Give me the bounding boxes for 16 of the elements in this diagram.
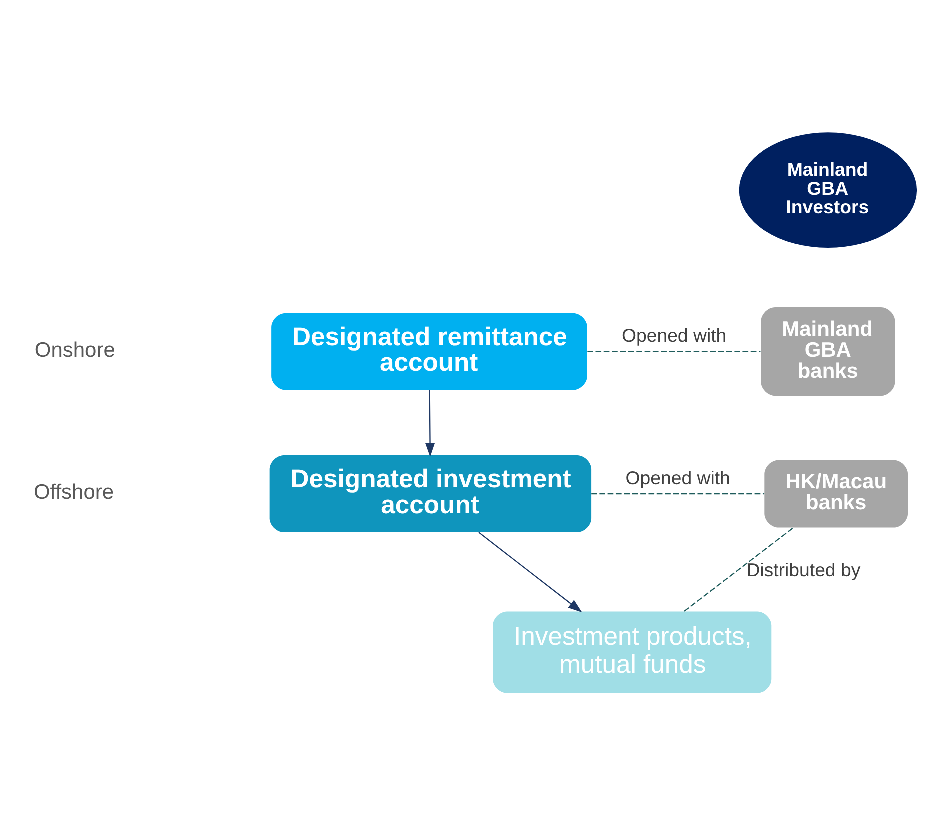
arrow — [425, 390, 436, 457]
node-box: Designated investment account — [270, 455, 592, 532]
node-box: Mainland GBA banks — [761, 307, 896, 396]
edge-label: Opened with — [626, 466, 730, 488]
edge-label: Distributed by — [746, 559, 861, 580]
label: Onshore — [34, 338, 116, 362]
connector — [684, 526, 794, 612]
node-box: Investment products, mutual funds — [493, 611, 772, 693]
connector — [588, 350, 761, 352]
connector — [592, 492, 765, 494]
node-ellipse: Mainland GBA Investors — [739, 132, 918, 248]
node-box: HK/Macau banks — [764, 460, 908, 528]
label: Offshore — [34, 480, 114, 504]
arrow — [478, 532, 582, 612]
node-box: Designated remittance account — [272, 312, 588, 390]
edge-label: Opened with — [622, 324, 727, 346]
